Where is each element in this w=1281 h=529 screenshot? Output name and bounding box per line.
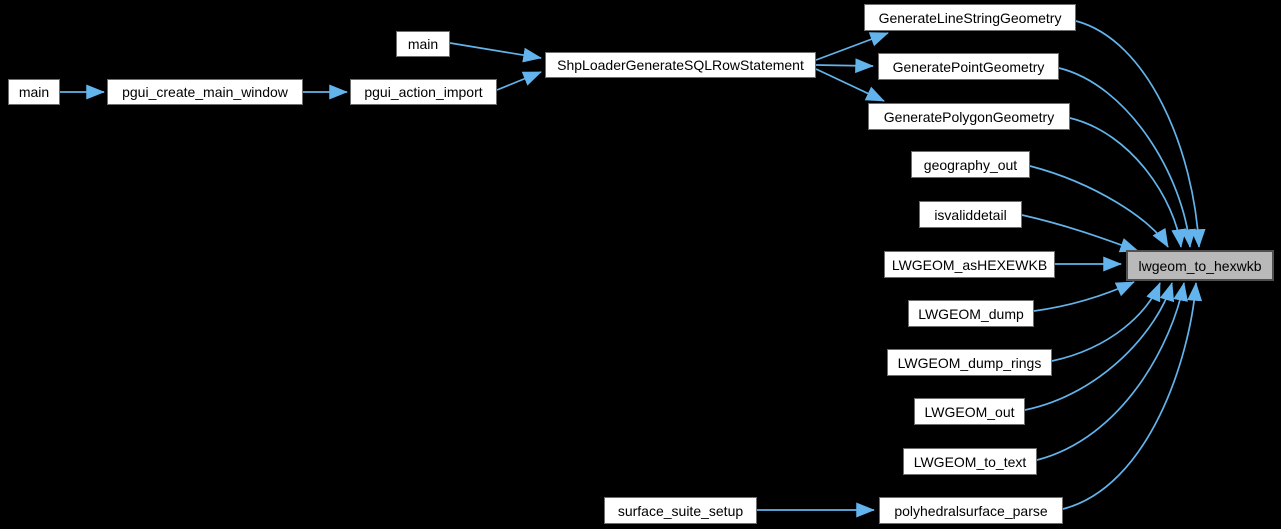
edge-isvaliddetail-to-lwgeom-to-hexwkb xyxy=(1021,214,1139,253)
node-lwgeom-ashexewkb[interactable]: LWGEOM_asHEXEWKB xyxy=(884,251,1055,278)
node-lwgeom-dump-rings[interactable]: LWGEOM_dump_rings xyxy=(887,349,1052,376)
edge-lwgeom-out-to-lwgeom-to-hexwkb xyxy=(1024,282,1175,411)
edge-shploader-to-generatepolygongeometry xyxy=(815,68,885,102)
node-surface-suite-setup[interactable]: surface_suite_setup xyxy=(604,497,757,524)
edge-shploader-to-generatelinestringgeometry xyxy=(815,32,889,61)
edge-lwgeom-dump-rings-to-lwgeom-to-hexwkb xyxy=(1051,282,1161,362)
edge-generatepolygongeometry-to-lwgeom-to-hexwkb xyxy=(1069,117,1187,248)
edge-generatelinestringgeometry-to-lwgeom-to-hexwkb xyxy=(1075,20,1206,248)
edge-geography-out-to-lwgeom-to-hexwkb xyxy=(1029,165,1169,248)
node-generatelinestringgeometry[interactable]: GenerateLineStringGeometry xyxy=(864,4,1076,31)
edge-shploader-to-generatepointgeometry xyxy=(815,58,874,74)
node-lwgeom-dump[interactable]: LWGEOM_dump xyxy=(908,300,1034,327)
node-lwgeom-to-hexwkb: lwgeom_to_hexwkb xyxy=(1126,250,1274,281)
node-geography-out[interactable]: geography_out xyxy=(911,151,1030,178)
edge-pgui-action-import-to-shploader xyxy=(496,71,542,91)
node-main-top[interactable]: main xyxy=(396,31,450,57)
node-main-left[interactable]: main xyxy=(8,79,60,105)
edge-polyhedralsurface-parse-to-lwgeom-to-hexwkb xyxy=(1062,282,1203,510)
edge-main-top-to-shploader xyxy=(449,42,542,63)
node-pgui-create-main-window[interactable]: pgui_create_main_window xyxy=(107,79,303,105)
node-lwgeom-to-text[interactable]: LWGEOM_to_text xyxy=(903,448,1037,475)
node-isvaliddetail[interactable]: isvaliddetail xyxy=(919,201,1022,228)
edge-generatepointgeometry-to-lwgeom-to-hexwkb xyxy=(1058,67,1196,248)
node-polyhedralsurface-parse[interactable]: polyhedralsurface_parse xyxy=(879,497,1063,524)
node-pgui-action-import[interactable]: pgui_action_import xyxy=(350,79,497,105)
edge-lwgeom-to-text-to-lwgeom-to-hexwkb xyxy=(1036,282,1188,461)
edge-lwgeom-dump-to-lwgeom-to-hexwkb xyxy=(1033,281,1135,312)
node-lwgeom-out[interactable]: LWGEOM_out xyxy=(914,398,1025,425)
node-generatepointgeometry[interactable]: GeneratePointGeometry xyxy=(878,53,1059,80)
node-generatepolygongeometry[interactable]: GeneratePolygonGeometry xyxy=(868,103,1070,130)
node-shploadergeneratesqlrowstatement[interactable]: ShpLoaderGenerateSQLRowStatement xyxy=(545,52,816,78)
